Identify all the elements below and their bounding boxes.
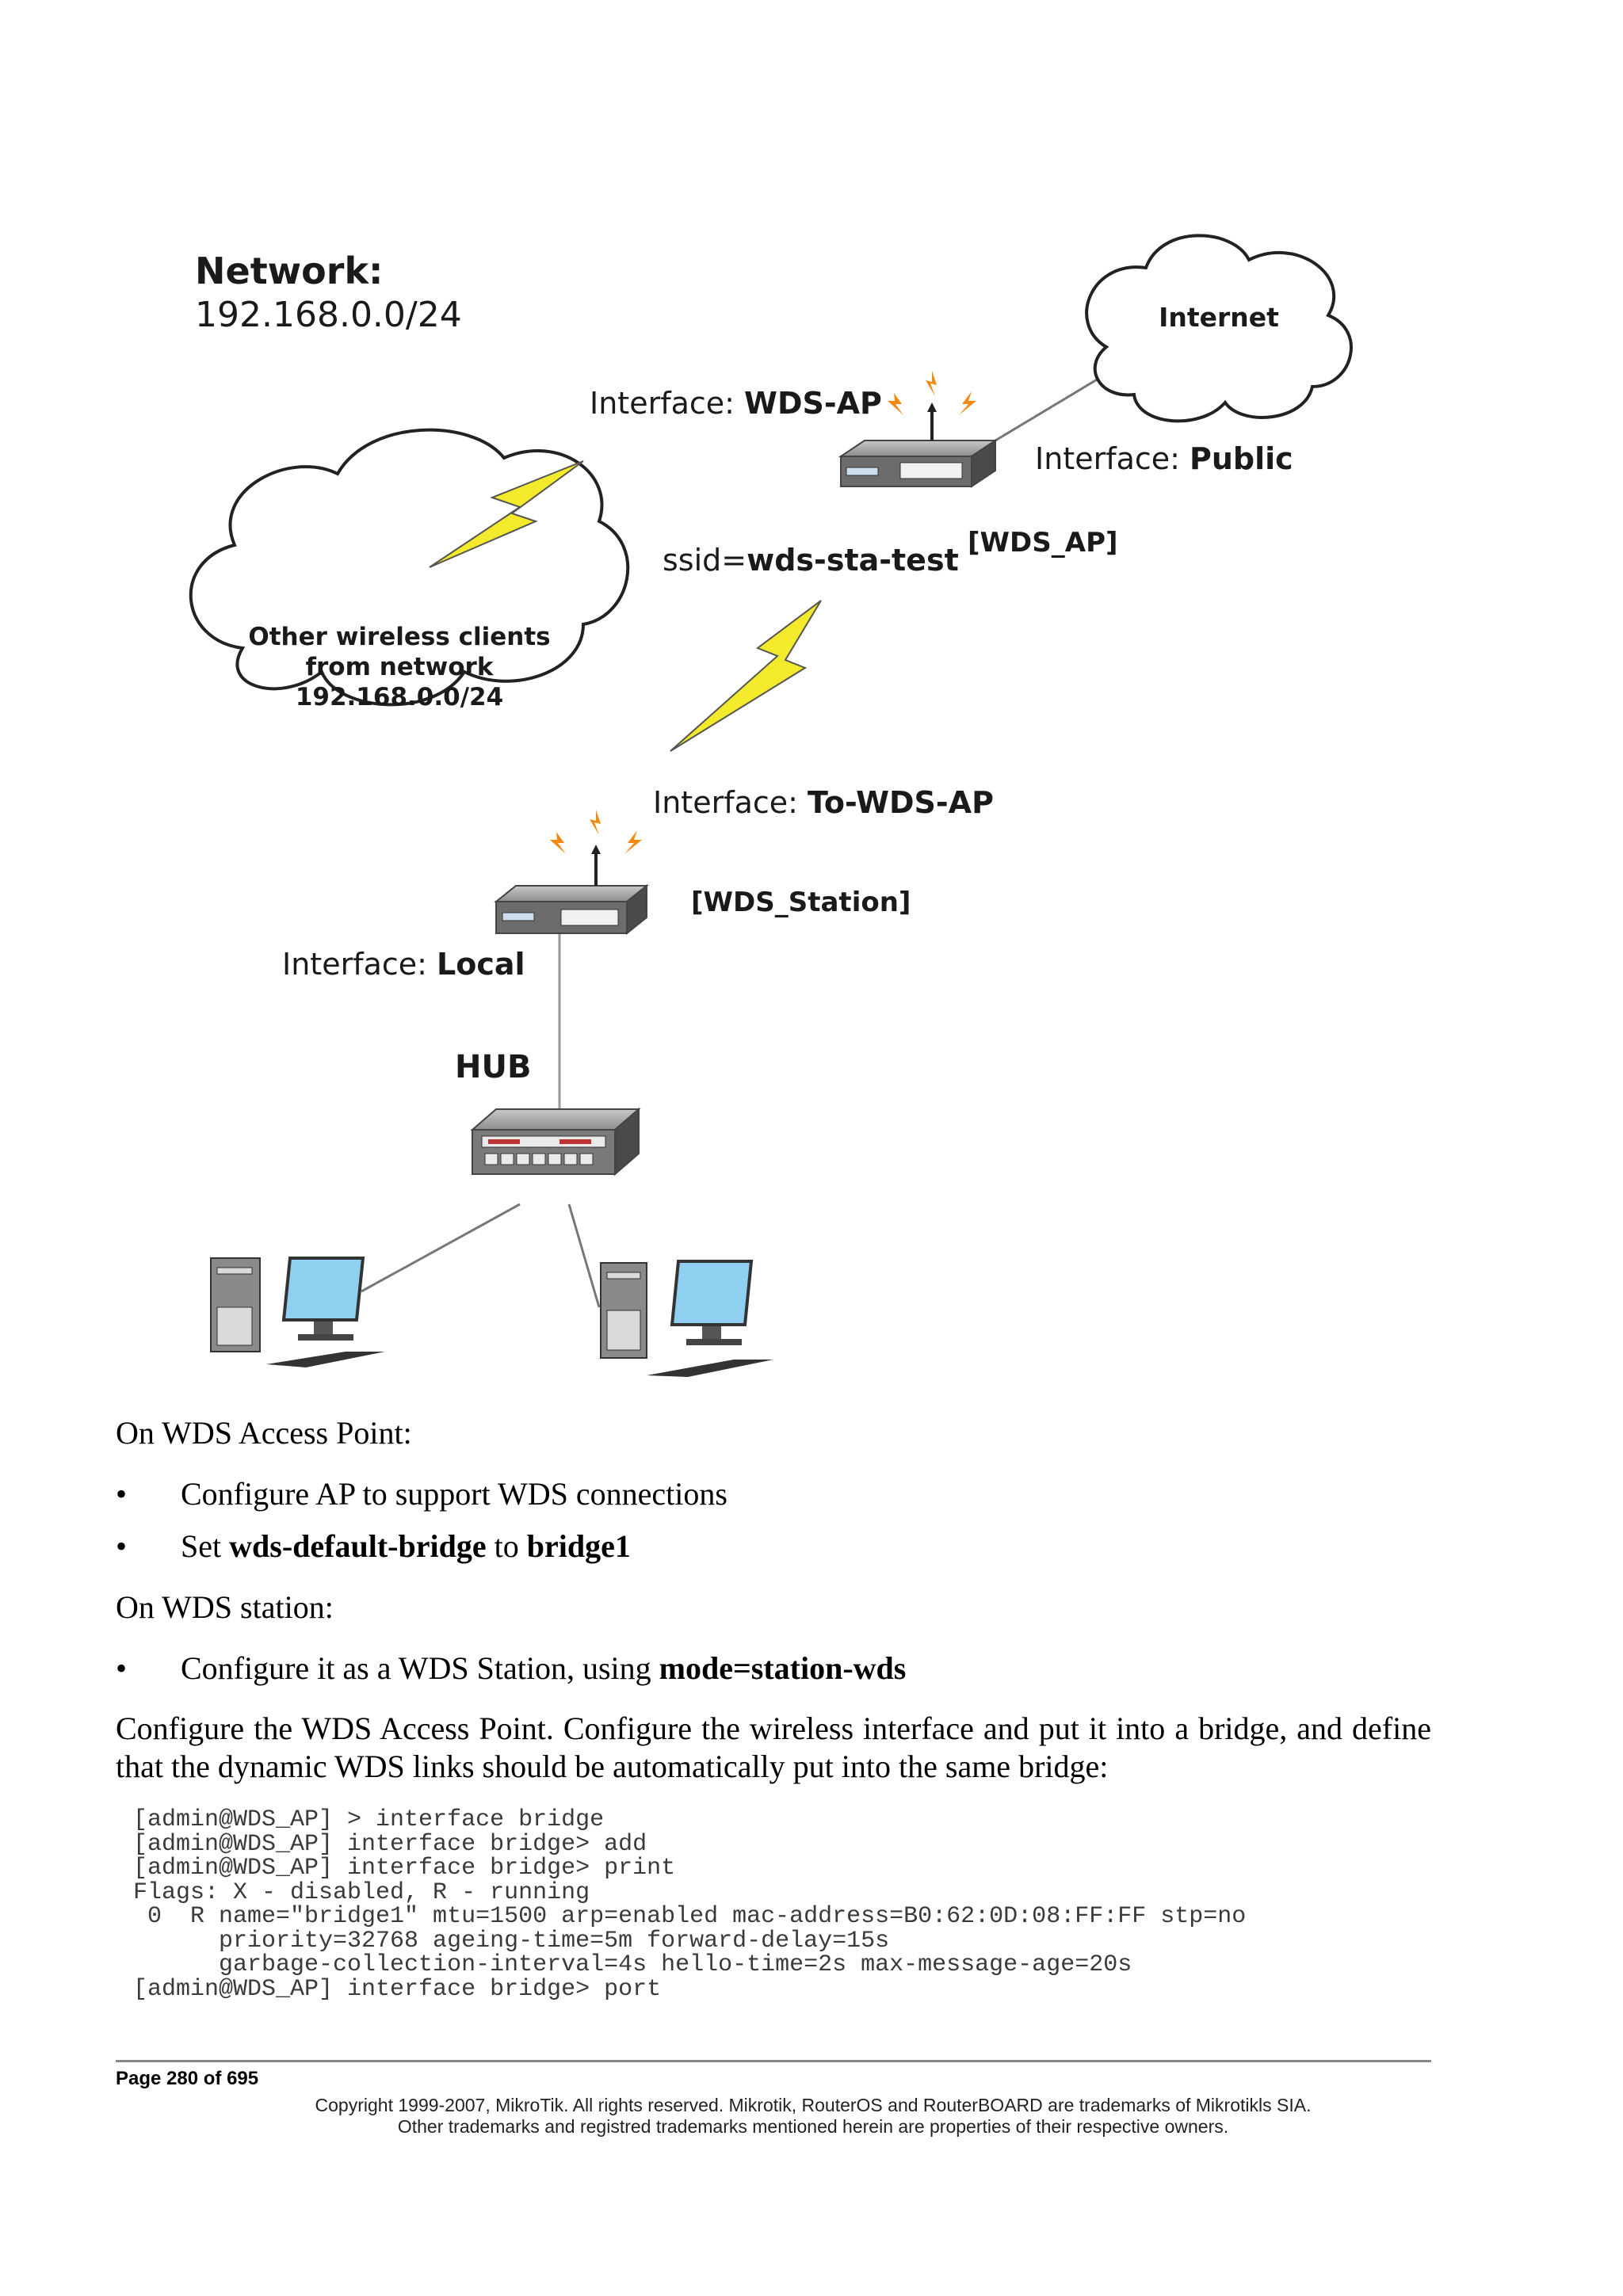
internet-cloud xyxy=(1085,234,1353,423)
bullet-icon: • xyxy=(116,1650,128,1686)
mode-station-wds-term: mode=station-wds xyxy=(659,1650,907,1686)
wds-station-name-label: [WDS_Station] xyxy=(691,887,911,918)
computer-icon xyxy=(600,1260,773,1377)
signal-spark-icon xyxy=(888,371,976,415)
code-block: [admin@WDS_AP] > interface bridge [admin… xyxy=(133,1806,1247,2003)
network-title: Network: xyxy=(195,250,383,292)
hub-pc1-line xyxy=(361,1203,521,1293)
hub-icon xyxy=(470,1107,641,1177)
clients-line1: Other wireless clients xyxy=(248,623,550,651)
footer-divider xyxy=(116,2060,1431,2062)
internet-label: Internet xyxy=(1159,302,1279,333)
clients-line2: from network xyxy=(306,653,495,681)
trademark-line: Other trademarks and registred trademark… xyxy=(397,2116,1229,2137)
hub-pc2-line xyxy=(567,1203,601,1308)
network-subnet: 192.168.0.0/24 xyxy=(195,295,462,335)
copyright-line: Copyright 1999-2007, MikroTik. All right… xyxy=(315,2095,1312,2115)
lightning-bolt-icon xyxy=(670,600,822,752)
on-ap-heading: On WDS Access Point: xyxy=(116,1415,412,1451)
local-interface-label: Interface: Local xyxy=(282,947,525,982)
instruction-paragraph: Configure the WDS Access Point. Configur… xyxy=(116,1711,1431,1784)
to-wds-ap-interface-label: Interface: To-WDS-AP xyxy=(653,785,994,820)
computer-icon xyxy=(210,1257,385,1367)
lightning-bolt-icon xyxy=(429,460,584,568)
list-item-text: Configure AP to support WDS connections xyxy=(181,1476,727,1512)
clients-line3: 192.168.0.0/24 xyxy=(296,683,503,711)
wds-station-router-icon xyxy=(494,845,649,936)
page-number: Page 280 of 695 xyxy=(116,2068,259,2089)
on-station-heading: On WDS station: xyxy=(116,1589,334,1625)
bullet-icon: • xyxy=(116,1528,128,1564)
list-item-text: Configure it as a WDS Station, using mod… xyxy=(181,1650,907,1686)
ssid-label: ssid=wds-sta-test xyxy=(663,543,959,578)
bullet-icon: • xyxy=(116,1476,128,1512)
list-item-text: Set wds-default-bridge to bridge1 xyxy=(181,1528,631,1564)
bridge1-term: bridge1 xyxy=(526,1528,631,1564)
hub-label: HUB xyxy=(455,1049,531,1085)
wds-default-bridge-term: wds-default-bridge xyxy=(229,1528,487,1564)
wds-ap-interface-label: Interface: WDS-AP xyxy=(590,386,882,421)
network-diagram: Internet Other wireless clients from net… xyxy=(189,234,1353,1377)
signal-spark-icon xyxy=(550,810,642,854)
wds-ap-router-icon xyxy=(838,402,999,488)
wds-ap-name-label: [WDS_AP] xyxy=(968,527,1118,559)
public-interface-label: Interface: Public xyxy=(1035,441,1293,476)
